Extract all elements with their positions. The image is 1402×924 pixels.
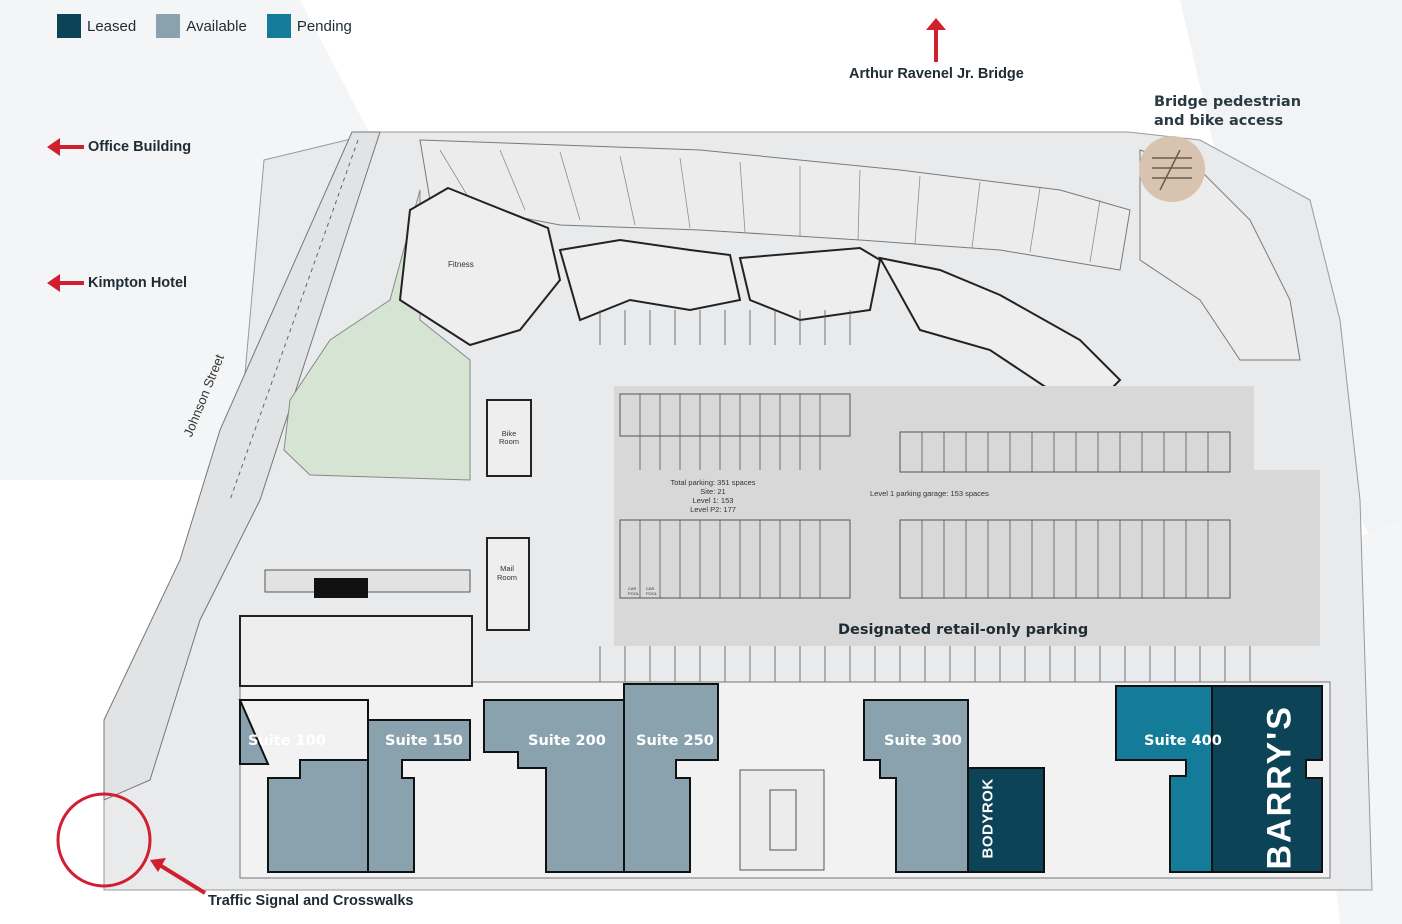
legend-label: Available [186, 17, 247, 35]
retail-parking-label: Designated retail-only parking [838, 622, 1089, 638]
suite-150-label: Suite 150 [385, 733, 463, 749]
suite-400-label: Suite 400 [1144, 733, 1222, 749]
suite-200-label: Suite 200 [528, 733, 606, 749]
upper-buildings [419, 139, 1301, 361]
left-arrow-icon [47, 274, 84, 292]
pending-swatch [266, 14, 291, 38]
bike-room-label: Bike Room [498, 429, 519, 446]
parking-garage [614, 386, 1254, 646]
parking-total: Total parking: 351 spaces [670, 478, 756, 487]
office-building-label: Office Building [88, 139, 192, 155]
legend-leased: Leased [57, 14, 136, 38]
suite-150 [367, 719, 471, 873]
courtyard [739, 769, 825, 871]
bike-room [486, 399, 532, 477]
legend-available: Available [156, 14, 247, 38]
diagonal-arrow-icon [150, 858, 207, 895]
barrys-logo: BARRY'S [1260, 705, 1299, 870]
parking-site: Site: 21 [700, 487, 726, 496]
green-space [283, 189, 471, 481]
car-pool-label: CAR POOL [628, 586, 640, 596]
kimpton-hotel-label: Kimpton Hotel [88, 275, 188, 291]
barrys-space [1211, 685, 1323, 873]
suite-250-label: Suite 250 [636, 733, 714, 749]
bodyrok-space [967, 767, 1045, 873]
fitness-building [398, 186, 562, 347]
suite-250 [623, 683, 719, 873]
legend: Leased Available Pending [57, 14, 372, 38]
pedestrian-access-label: Bridge pedestrian and bike access [1154, 94, 1302, 129]
legend-label: Pending [296, 17, 352, 35]
garage-note: Level 1 parking garage: 153 spaces [870, 489, 989, 498]
traffic-signal-circle [56, 792, 152, 888]
johnson-street [103, 131, 381, 801]
leased-swatch [57, 14, 81, 38]
available-swatch [156, 14, 181, 38]
parking-summary: Total parking: 351 spaces Site: 21 Level… [658, 478, 768, 514]
suite-100-label: Suite 100 [248, 733, 326, 749]
mail-room-label: Mail Room [496, 564, 517, 582]
car-pool-label: CAR POOL [646, 586, 658, 596]
legend-pending: Pending [266, 14, 352, 38]
pedestrian-access-marker [1139, 136, 1205, 202]
left-arrow-icon [47, 138, 84, 156]
suite-300 [863, 699, 969, 873]
fitness-label: Fitness [448, 260, 474, 269]
bridge-label: Arthur Ravenel Jr. Bridge [849, 66, 1024, 82]
traffic-signal-label: Traffic Signal and Crosswalks [208, 893, 414, 909]
legend-label: Leased [87, 17, 137, 35]
parking-levelp2: Level P2: 177 [690, 505, 736, 514]
up-arrow-icon [926, 18, 946, 62]
parking-level1: Level 1: 153 [692, 496, 734, 505]
suite-300-label: Suite 300 [884, 733, 962, 749]
mail-room [486, 537, 530, 631]
bodyrok-logo: BODYROK [979, 778, 997, 859]
